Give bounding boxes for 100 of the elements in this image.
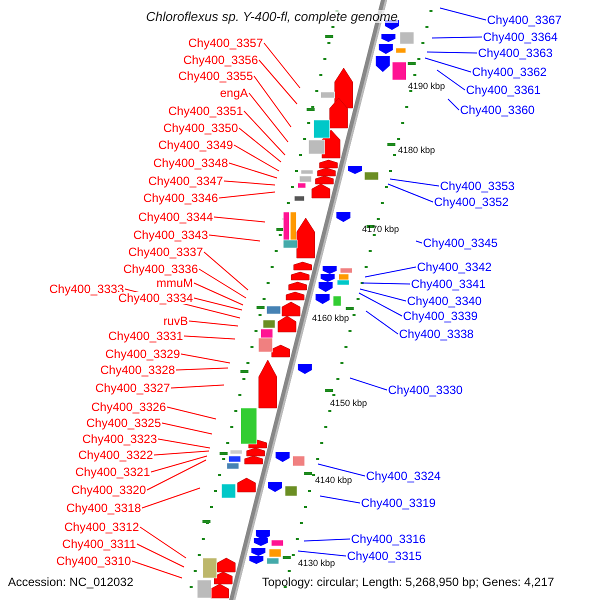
gene-label: Chy400_3320 bbox=[71, 484, 146, 496]
leader-line bbox=[158, 438, 210, 448]
leader-line bbox=[366, 310, 398, 334]
leader-line bbox=[440, 8, 486, 20]
leader-line bbox=[360, 288, 406, 302]
gene-label: Chy400_3343 bbox=[133, 229, 208, 241]
gene-label: Chy400_3310 bbox=[56, 555, 131, 567]
gene-label: Chy400_3322 bbox=[78, 449, 153, 461]
leader-line bbox=[432, 36, 482, 38]
scale-label: 4150 kbp bbox=[330, 399, 368, 408]
gene-label: Chy400_3326 bbox=[91, 401, 166, 413]
gene-label: Chy400_3316 bbox=[351, 533, 426, 545]
gene-label: Chy400_3364 bbox=[483, 31, 558, 43]
gene-label: Chy400_3328 bbox=[100, 364, 175, 376]
gene-label: Chy400_3324 bbox=[366, 470, 441, 482]
scale-label: 4140 kbp bbox=[315, 476, 352, 485]
diagram-title: Chloroflexus sp. Y-400-fl, complete genome bbox=[146, 10, 398, 23]
gene-label: Chy400_3349 bbox=[158, 139, 233, 151]
gene-label: Chy400_3350 bbox=[163, 122, 238, 134]
leader-line bbox=[146, 460, 206, 490]
gene-label: Chy400_3356 bbox=[183, 54, 258, 66]
gene-label: Chy400_3330 bbox=[388, 384, 463, 396]
gene-label: Chy400_3327 bbox=[95, 382, 170, 394]
leader-line bbox=[184, 336, 236, 340]
leader-line bbox=[150, 456, 208, 472]
leader-line bbox=[448, 98, 460, 110]
leader-line bbox=[416, 240, 422, 244]
leader-line bbox=[304, 538, 350, 542]
leader-line bbox=[142, 488, 200, 508]
gene-label: Chy400_3352 bbox=[434, 196, 509, 208]
scale-label: 4190 kbp bbox=[408, 82, 446, 91]
leader-line bbox=[264, 42, 300, 88]
leader-line bbox=[298, 550, 346, 556]
gene-label: Chy400_3338 bbox=[399, 328, 474, 340]
leader-line bbox=[258, 60, 298, 104]
gene-label: Chy400_3341 bbox=[411, 278, 486, 290]
leader-line bbox=[436, 70, 466, 90]
gene-label: Chy400_3342 bbox=[417, 261, 492, 273]
gene-label: Chy400_3336 bbox=[123, 263, 198, 275]
leader-line bbox=[154, 450, 210, 456]
scale-label: 4170 kbp bbox=[362, 225, 400, 234]
leader-line bbox=[228, 162, 278, 178]
gene-label: Chy400_3353 bbox=[440, 180, 515, 192]
genome-summary-text: Topology: circular; Length: 5,268,950 bp; Genes: 4,217 bbox=[262, 576, 554, 588]
leader-line bbox=[248, 92, 288, 142]
accession-text: Accession: NC_012032 bbox=[8, 576, 134, 588]
leader-line bbox=[350, 378, 388, 390]
leader-line bbox=[194, 282, 244, 306]
leader-line bbox=[198, 268, 246, 298]
leader-line bbox=[176, 368, 228, 370]
leader-line bbox=[234, 144, 280, 172]
leader-line bbox=[132, 560, 182, 578]
leader-line bbox=[170, 384, 224, 388]
gene-label: Chy400_3355 bbox=[178, 70, 253, 82]
gene-label: ruvB bbox=[163, 315, 188, 327]
leader-line bbox=[426, 52, 478, 54]
leader-line bbox=[204, 252, 248, 290]
leader-line bbox=[320, 496, 360, 504]
leader-line bbox=[218, 192, 276, 198]
leader-line bbox=[194, 298, 242, 310]
leader-line bbox=[180, 354, 230, 364]
gene-label: Chy400_3318 bbox=[66, 502, 141, 514]
leader-line bbox=[162, 422, 212, 434]
gene-label: Chy400_3363 bbox=[478, 47, 553, 59]
gene-label: Chy400_3333 bbox=[49, 283, 124, 295]
gene-label: Chy400_3344 bbox=[138, 211, 213, 223]
leader-line bbox=[424, 58, 472, 72]
gene-label: Chy400_3360 bbox=[460, 104, 535, 116]
gene-label: Chy400_3325 bbox=[86, 417, 161, 429]
leader-line bbox=[244, 110, 286, 156]
gene-label: Chy400_3311 bbox=[62, 538, 136, 550]
scale-label: 4180 kbp bbox=[398, 146, 436, 155]
leader-line bbox=[214, 216, 266, 222]
leader-line bbox=[238, 128, 282, 162]
gene-label: engA bbox=[220, 87, 248, 99]
gene-label: Chy400_3331 bbox=[108, 330, 183, 342]
gene-label: Chy400_3337 bbox=[128, 246, 203, 258]
gene-label: Chy400_3319 bbox=[361, 497, 436, 509]
gene-label: Chy400_3361 bbox=[466, 84, 541, 96]
leader-line bbox=[318, 464, 366, 476]
leader-line bbox=[136, 544, 184, 568]
gene-label: Chy400_3315 bbox=[347, 550, 422, 562]
gene-label: Chy400_3339 bbox=[403, 310, 478, 322]
gene-label: Chy400_3362 bbox=[472, 66, 547, 78]
scale-label: 4160 kbp bbox=[312, 314, 350, 323]
gene-label: Chy400_3348 bbox=[153, 157, 228, 169]
leader-line bbox=[364, 266, 416, 278]
leader-line bbox=[208, 234, 260, 242]
scale-label: 4130 kbp bbox=[298, 559, 336, 568]
gene-label: Chy400_3329 bbox=[105, 348, 180, 360]
gene-label: Chy400_3312 bbox=[64, 521, 139, 533]
gene-label: Chy400_3345 bbox=[423, 237, 498, 249]
leader-line bbox=[254, 76, 292, 128]
gene-label: Chy400_3323 bbox=[82, 433, 157, 445]
gene-label: Chy400_3357 bbox=[188, 37, 263, 49]
leader-line bbox=[166, 406, 216, 420]
gene-label: mmuM bbox=[156, 277, 193, 289]
gene-label: Chy400_3347 bbox=[148, 175, 223, 187]
gene-label: Chy400_3340 bbox=[407, 295, 482, 307]
gene-label: Chy400_3346 bbox=[143, 192, 218, 204]
